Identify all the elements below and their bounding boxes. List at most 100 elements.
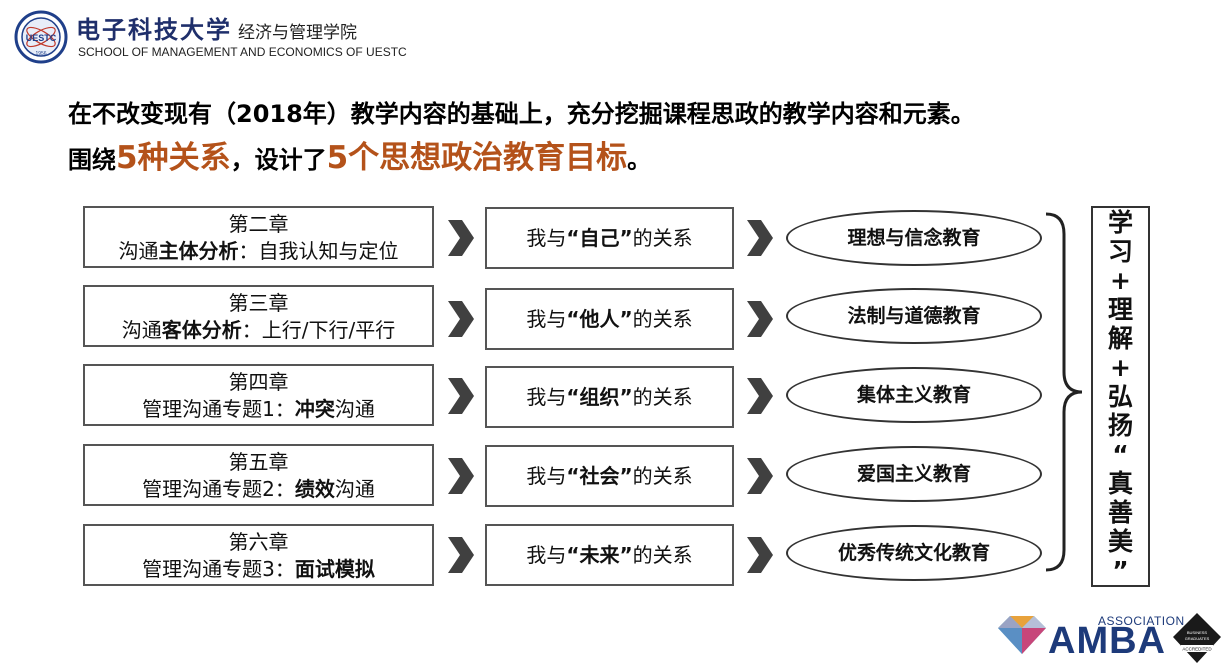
topic-bold-text: 冲突 [294,397,335,421]
school-name: 电子科技大学 [76,15,232,44]
relation-text: 我与 [526,385,567,409]
chapter-topic: 管理沟通专题2：绩效沟通 [85,476,432,503]
chapter-number: 第四章 [228,370,289,394]
headline-line2-pre: 围绕 [68,146,116,174]
chevron-right-icon [448,537,474,573]
chapter-box: 第五章 管理沟通专题2：绩效沟通 [83,444,434,506]
topic-text: ：上行/下行/平行 [241,318,396,342]
chapter-box: 第六章 管理沟通专题3：面试模拟 [83,524,434,586]
chevron-right-icon [448,458,474,494]
relation-bold-text: “组织” [566,385,633,409]
topic-bold-text: 客体分析 [161,318,242,342]
chapter-topic: 沟通主体分析：自我认知与定位 [85,238,432,265]
relation-box: 我与“自己”的关系 [485,207,734,269]
goal-char: 弘 [1107,382,1133,411]
topic-text: 沟通 [118,239,159,263]
relation-text: 的关系 [632,543,693,567]
relation-text: 的关系 [632,307,693,331]
topic-text: 沟通 [334,477,375,501]
amba-wordmark: AMBA [1048,620,1166,662]
goal-char: ” [1112,556,1129,585]
education-goal-ellipse: 爱国主义教育 [786,446,1042,502]
relation-text: 的关系 [632,464,693,488]
chapter-number: 第二章 [228,212,289,236]
goal-char: 扬 [1107,411,1133,440]
chapter-topic: 管理沟通专题1：冲突沟通 [85,396,432,423]
topic-bold-text: 主体分析 [158,239,239,263]
education-goal-ellipse: 理想与信念教育 [786,210,1042,266]
topic-text: 沟通 [334,397,375,421]
chapter-topic: 管理沟通专题3：面试模拟 [85,556,432,583]
relation-bold-text: “自己” [566,226,633,250]
chevron-right-icon [747,301,773,337]
goal-char: 习 [1107,237,1133,266]
relation-bold-text: “社会” [566,464,633,488]
amba-accredited-badge-icon: BUSINESS GRADUATES ACCREDITED [1173,613,1221,663]
school-name-cn: 电子科技大学经济与管理学院 [76,10,357,45]
education-goal-ellipse: 法制与道德教育 [786,288,1042,344]
right-brace-icon [1045,212,1083,572]
chevron-right-icon [747,378,773,414]
relation-text: 我与 [526,464,567,488]
badge-text: GRADUATES [1185,636,1210,641]
topic-text: 管理沟通专题2： [142,477,295,501]
goal-char: “ [1112,440,1129,469]
relation-bold-text: “未来” [566,543,633,567]
goal-char: 真 [1107,469,1133,498]
chevron-right-icon [448,220,474,256]
topic-text: 沟通 [121,318,162,342]
headline-line2: 围绕5种关系，设计了5个思想政治教育目标。 [68,132,651,177]
chapter-box: 第三章 沟通客体分析：上行/下行/平行 [83,285,434,347]
chevron-right-icon [448,378,474,414]
relation-text: 我与 [526,543,567,567]
chevron-right-icon [747,458,773,494]
goal-char: 美 [1107,527,1133,556]
relation-text: 我与 [526,307,567,331]
relation-box: 我与“他人”的关系 [485,288,734,350]
education-goal-ellipse: 集体主义教育 [786,367,1042,423]
goal-char: + [1110,353,1131,382]
headline-accent-goals: 5个思想政治教育目标 [326,140,628,176]
headline-accent-relations: 5种关系 [116,140,231,176]
badge-text: BUSINESS [1187,630,1208,635]
relation-text: 我与 [526,226,567,250]
chapter-number: 第三章 [228,291,289,315]
topic-text: 管理沟通专题3： [142,557,295,581]
goal-char: + [1110,266,1131,295]
uestc-logo-icon: UESTC 1956 [14,10,68,64]
relation-box: 我与“未来”的关系 [485,524,734,586]
school-dept: 经济与管理学院 [238,23,357,43]
badge-accredited-text: ACCREDITED [1182,647,1212,652]
overall-goal-box: 学 习 + 理 解 + 弘 扬 “ 真 善 美 ” [1091,206,1150,587]
topic-bold-text: 绩效 [294,477,335,501]
relation-bold-text: “他人” [566,307,633,331]
logo-text: UESTC [26,33,57,43]
goal-char: 善 [1107,498,1133,527]
goal-char: 解 [1107,324,1133,353]
relation-text: 的关系 [632,385,693,409]
topic-text: ：自我认知与定位 [238,239,399,263]
school-name-en: SCHOOL OF MANAGEMENT AND ECONOMICS OF UE… [78,45,407,59]
chapter-number: 第六章 [228,530,289,554]
headline-line2-mid: ，设计了 [230,146,327,174]
chapter-box: 第二章 沟通主体分析：自我认知与定位 [83,206,434,268]
amba-gem-icon [998,616,1046,654]
topic-text: 管理沟通专题1： [142,397,295,421]
amba-association-label: ASSOCIATION [1098,614,1185,628]
relation-text: 的关系 [632,226,693,250]
chapter-topic: 沟通客体分析：上行/下行/平行 [85,317,432,344]
chevron-right-icon [448,301,474,337]
headline-line1: 在不改变现有（2018年）教学内容的基础上，充分挖掘课程思政的教学内容和元素。 [68,100,975,128]
goal-char: 学 [1107,208,1133,237]
goal-char: 理 [1107,295,1133,324]
logo-year: 1956 [35,51,46,57]
chapter-box: 第四章 管理沟通专题1：冲突沟通 [83,364,434,426]
relation-box: 我与“组织”的关系 [485,366,734,428]
headline-line2-post: 。 [627,146,652,174]
chapter-number: 第五章 [228,450,289,474]
chevron-right-icon [747,220,773,256]
education-goal-ellipse: 优秀传统文化教育 [786,525,1042,581]
chevron-right-icon [747,537,773,573]
relation-box: 我与“社会”的关系 [485,445,734,507]
topic-bold-text: 面试模拟 [294,557,375,581]
